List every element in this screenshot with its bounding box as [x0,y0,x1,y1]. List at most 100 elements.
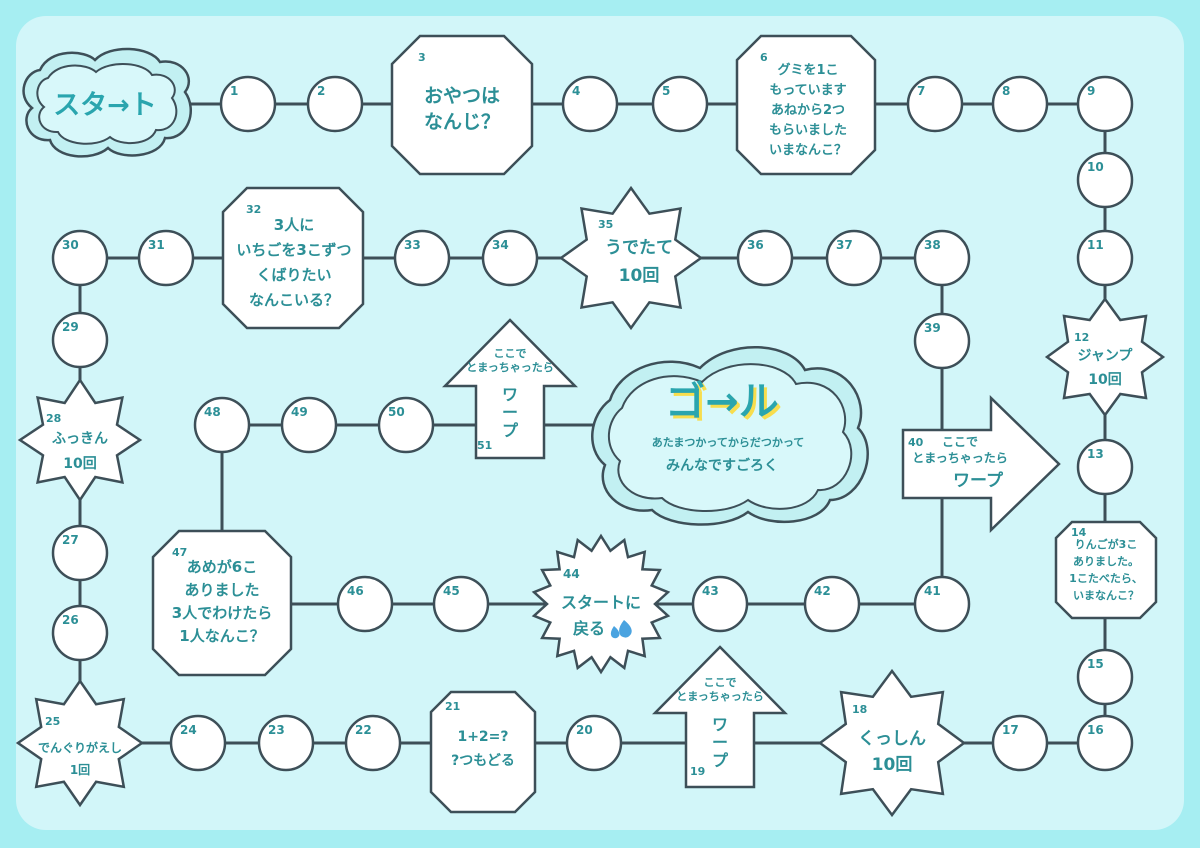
goal-space: ゴ→ル ゴ→ル あたまつかってからだつかって みんなですごろく [591,346,869,526]
space-circle [1076,75,1134,133]
space-number: 3 [418,51,426,64]
star-shape [15,678,145,808]
space-number: 18 [852,703,867,716]
space-number: 50 [388,405,405,419]
space-text: 1回 [70,763,90,777]
space-number: 39 [924,321,941,335]
space-text: とまっちゃったら [676,690,764,703]
space-text: 1こたべたら、 [1069,572,1143,585]
space-48: 48 [193,396,251,454]
space-number: 24 [180,723,197,737]
space-number: 36 [747,238,764,252]
space-15: 15 [1076,648,1134,706]
space-30: 30 [51,229,109,287]
space-text: あねから2つ [771,103,845,118]
space-45: 45 [432,575,490,633]
octagon-shape [221,186,365,330]
space-circle [736,229,794,287]
space-number: 22 [355,723,372,737]
space-number: 37 [836,238,853,252]
space-text: うでたて [605,238,673,258]
space-circle [913,229,971,287]
space-text: なんこいる？ [249,291,339,309]
star-shape [817,668,967,818]
arrow-shape [901,395,1061,533]
space-9: 9 [1076,75,1134,133]
space-23: 23 [257,714,315,772]
space-10: 10 [1076,151,1134,209]
space-circle [377,396,435,454]
start-space: スタ→ト [22,47,192,158]
space-number: 44 [563,567,580,581]
space-number: 10 [1087,160,1104,174]
warp-label: ワープ [712,715,729,770]
space-text: とまっちゃったら [912,451,1008,465]
space-number: 17 [1002,723,1019,737]
space-number: 46 [347,584,364,598]
burst-shape [531,533,671,675]
space-13: 13 [1076,438,1134,496]
space-1: 1 [219,75,277,133]
space-text: スタートに [561,593,641,612]
space-number: 20 [576,723,593,737]
space-number: 29 [62,320,79,334]
space-number: 5 [662,84,670,98]
space-29: 29 [51,311,109,369]
space-number: 43 [702,584,719,598]
space-49: 49 [280,396,338,454]
space-circle [691,575,749,633]
space-number: 45 [443,584,460,598]
space-text: ここで [704,676,737,689]
space-22: 22 [344,714,402,772]
space-text: 10回 [872,755,913,775]
space-circle [1076,151,1134,209]
space-38: 38 [913,229,971,287]
space-text: ここで [942,435,978,449]
space-circle [344,714,402,772]
space-42: 42 [803,575,861,633]
octagon-shape [151,529,293,677]
space-31: 31 [137,229,195,287]
warp-label: ワープ [953,470,1004,491]
space-26: 26 [51,604,109,662]
space-8: 8 [991,75,1049,133]
space-number: 33 [404,238,421,252]
space-circle [219,75,277,133]
space-number: 31 [148,238,165,252]
space-number: 1 [230,84,238,98]
space-number: 28 [46,412,61,425]
space-33: 33 [393,229,451,287]
space-21: 211+2=??つもどる [429,690,537,814]
space-37: 37 [825,229,883,287]
space-number: 7 [917,84,925,98]
space-text: 3人に [274,216,314,234]
space-circle [1076,648,1134,706]
space-number: 51 [477,439,492,452]
space-circle [565,714,623,772]
space-2: 2 [306,75,364,133]
space-circle [906,75,964,133]
space-text: 10回 [619,266,660,286]
space-16: 16 [1076,714,1134,772]
space-text: 1人なんこ？ [179,627,264,645]
space-text: いちごを3こずつ [236,241,351,259]
space-number: 19 [690,765,705,778]
space-text: いまなんこ？ [1073,589,1139,602]
octagon-shape [390,34,534,176]
space-circle [803,575,861,633]
space-circle [306,75,364,133]
space-46: 46 [336,575,394,633]
space-number: 25 [45,715,60,728]
space-circle [913,312,971,370]
octagon-shape [1054,520,1158,620]
